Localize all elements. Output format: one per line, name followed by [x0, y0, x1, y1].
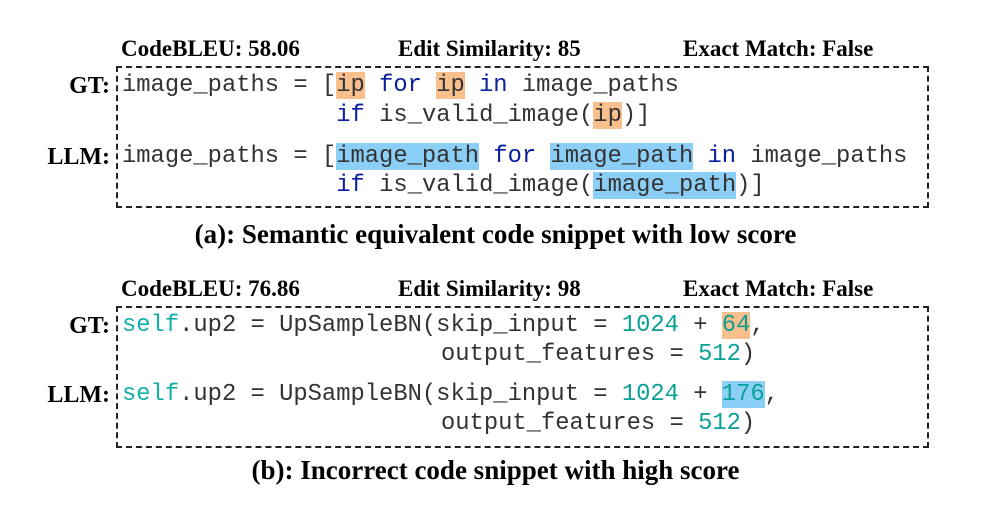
- llm-code-line-2: output_features = 512): [441, 410, 756, 437]
- panel-b-code-box: [116, 306, 929, 448]
- exact-match-value: Exact Match: False: [683, 276, 874, 301]
- panel-a-caption: (a): Semantic equivalent code snippet wi…: [194, 219, 797, 249]
- gt-code-line-1: image_paths = [ip for ip in image_paths: [122, 72, 679, 99]
- exact-match-value: Exact Match: False: [683, 36, 874, 61]
- panel-b-metrics: CodeBLEU: 76.86 Edit Similarity: 98 Exac…: [0, 276, 991, 306]
- llm-code-line-1: self.up2 = UpSampleBN(skip_input = 1024 …: [122, 381, 779, 408]
- gt-label: GT:: [69, 73, 110, 99]
- codebleu-score: CodeBLEU: 58.06: [121, 36, 300, 61]
- llm-code-line-2: if is_valid_image(image_path)]: [336, 172, 765, 199]
- llm-code-line-1: image_paths = [image_path for image_path…: [122, 143, 908, 170]
- panel-b-caption: (b): Incorrect code snippet with high sc…: [251, 455, 740, 485]
- gt-code-line-2: if is_valid_image(ip)]: [336, 102, 651, 129]
- gt-label: GT:: [69, 313, 110, 339]
- panel-a-code-box: [116, 66, 929, 208]
- edit-similarity-score: Edit Similarity: 85: [398, 36, 581, 61]
- edit-similarity-score: Edit Similarity: 98: [398, 276, 581, 301]
- gt-code-line-1: self.up2 = UpSampleBN(skip_input = 1024 …: [122, 312, 765, 339]
- gt-code-line-2: output_features = 512): [441, 341, 756, 368]
- codebleu-score: CodeBLEU: 76.86: [121, 276, 300, 301]
- panel-a-metrics: CodeBLEU: 58.06 Edit Similarity: 85 Exac…: [0, 36, 991, 66]
- llm-label: LLM:: [47, 144, 110, 170]
- llm-label: LLM:: [47, 382, 110, 408]
